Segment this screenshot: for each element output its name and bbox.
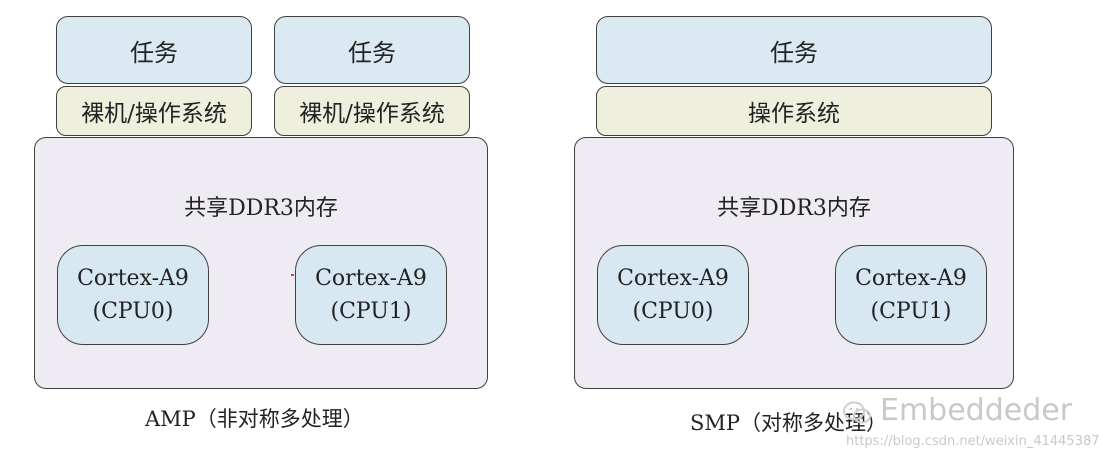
smp-cpu1-id: (CPU1): [870, 299, 952, 324]
amp-caption: AMP（非对称多处理）: [145, 407, 364, 431]
smp-os-label: 操作系统: [748, 101, 840, 127]
amp-cpu1-id: (CPU1): [330, 299, 412, 324]
smp-cpu0-id: (CPU0): [632, 299, 714, 324]
amp-os-right: 裸机/操作系统: [274, 86, 470, 136]
amp-cpu1-name: Cortex-A9: [315, 266, 427, 291]
amp-task-left-label: 任务: [130, 38, 178, 67]
amp-cpu1: Cortex-A9 (CPU1): [295, 245, 447, 345]
smp-memory-label: 共享DDR3内存: [717, 196, 871, 221]
amp-task-right-label: 任务: [348, 38, 396, 67]
smp-task-label: 任务: [770, 38, 818, 67]
smp-os: 操作系统: [596, 86, 992, 136]
watermark-brand: Embeddeder: [880, 393, 1073, 428]
smp-cpu1-name: Cortex-A9: [855, 266, 967, 291]
amp-cpu0: Cortex-A9 (CPU0): [57, 245, 209, 345]
smp-task: 任务: [596, 16, 992, 84]
amp-memory-label: 共享DDR3内存: [184, 196, 338, 221]
smp-cpu1: Cortex-A9 (CPU1): [835, 245, 987, 345]
watermark-url: https://blog.csdn.net/weixin_41445387: [846, 434, 1100, 449]
amp-os-left: 裸机/操作系统: [56, 86, 252, 136]
smp-cpu0: Cortex-A9 (CPU0): [597, 245, 749, 345]
smp-cpu0-name: Cortex-A9: [617, 266, 729, 291]
amp-task-left: 任务: [56, 16, 252, 84]
amp-cpu0-id: (CPU0): [92, 299, 174, 324]
stray-mark: [291, 274, 294, 276]
wechat-logo-icon: [843, 401, 871, 424]
amp-os-right-label: 裸机/操作系统: [299, 101, 445, 127]
amp-os-left-label: 裸机/操作系统: [81, 101, 227, 127]
amp-cpu0-name: Cortex-A9: [77, 266, 189, 291]
amp-task-right: 任务: [274, 16, 470, 84]
